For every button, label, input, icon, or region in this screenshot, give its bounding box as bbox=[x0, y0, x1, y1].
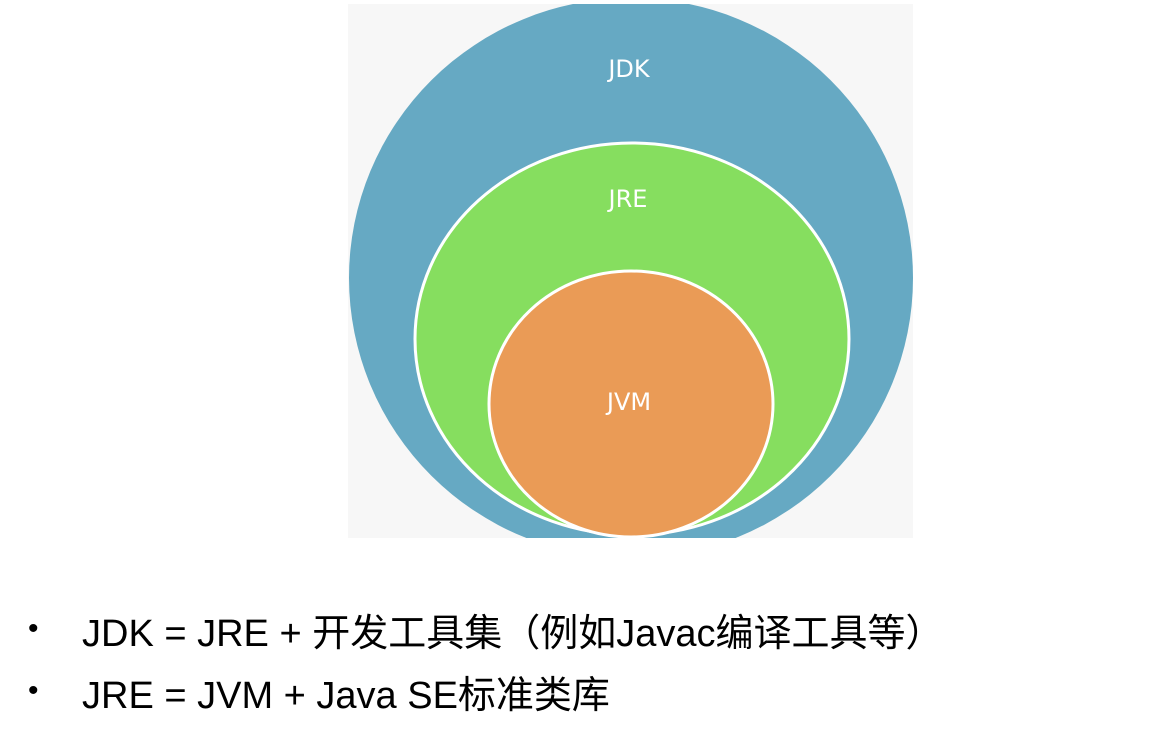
nested-circles-diagram: JDK JRE JVM bbox=[348, 4, 913, 538]
jre-definition: JRE = JVM + Java SE标准类库 bbox=[82, 674, 610, 717]
jvm-circle bbox=[487, 269, 775, 538]
jdk-definition: JDK = JRE + 开发工具集（例如Javac编译工具等） bbox=[82, 612, 944, 655]
definition-list: • JDK = JRE + 开发工具集（例如Javac编译工具等） • JRE … bbox=[28, 598, 1158, 722]
diagram-svg: JDK JRE JVM bbox=[349, 4, 913, 538]
list-item-jre: • JRE = JVM + Java SE标准类库 bbox=[28, 660, 1158, 722]
jre-label: JRE bbox=[607, 185, 648, 213]
bullet-marker: • bbox=[28, 674, 39, 707]
jvm-label: JVM bbox=[605, 388, 651, 416]
bullet-marker: • bbox=[28, 612, 39, 645]
jdk-label: JDK bbox=[606, 55, 651, 83]
list-item-jdk: • JDK = JRE + 开发工具集（例如Javac编译工具等） bbox=[28, 598, 1158, 660]
